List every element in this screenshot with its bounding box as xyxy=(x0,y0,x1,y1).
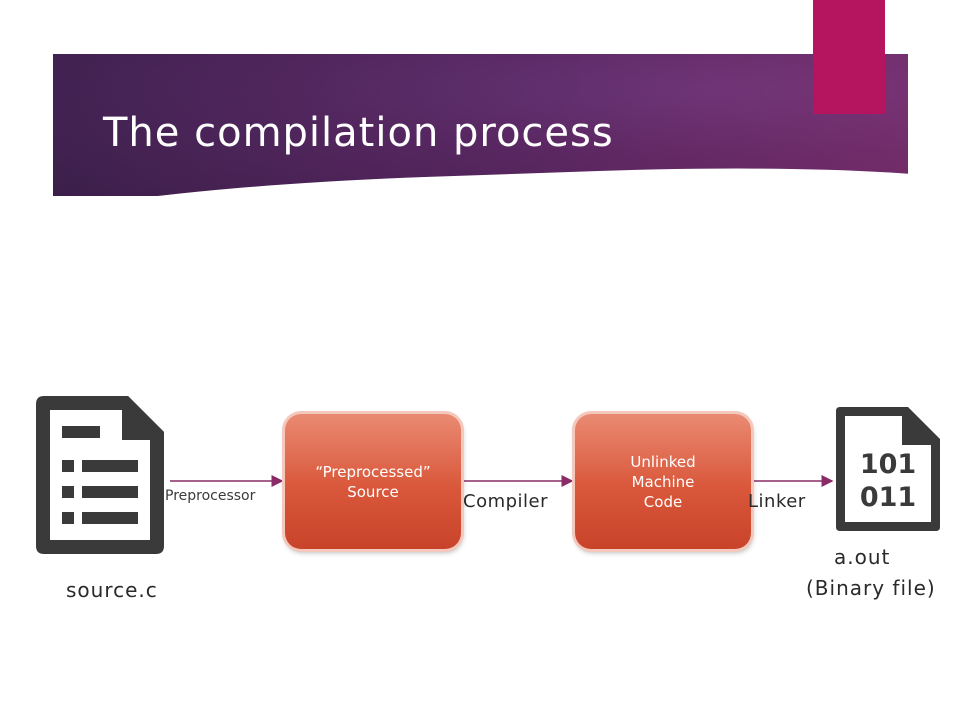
svg-text:101: 101 xyxy=(860,449,916,480)
stage-unlinked-machine-code: Unlinked Machine Code xyxy=(575,414,751,549)
output-file-sublabel: (Binary file) xyxy=(806,576,936,600)
slide-title: The compilation process xyxy=(103,110,614,156)
binary-file-icon: 101 011 xyxy=(836,407,940,531)
svg-text:011: 011 xyxy=(860,482,916,513)
title-banner xyxy=(53,54,908,196)
source-file-label: source.c xyxy=(66,578,158,602)
output-file-label: a.out xyxy=(834,545,891,569)
accent-tab xyxy=(813,0,885,114)
document-list-icon xyxy=(36,396,164,554)
stage-preprocessed-source: “Preprocessed” Source xyxy=(285,414,461,549)
transition-label-compiler: Compiler xyxy=(463,491,549,512)
transition-label-linker: Linker xyxy=(748,491,806,512)
transition-label-preprocessor: Preprocessor xyxy=(165,488,256,504)
stage-label: “Preprocessed” Source xyxy=(315,462,431,501)
stage-label: Unlinked Machine Code xyxy=(630,452,696,511)
